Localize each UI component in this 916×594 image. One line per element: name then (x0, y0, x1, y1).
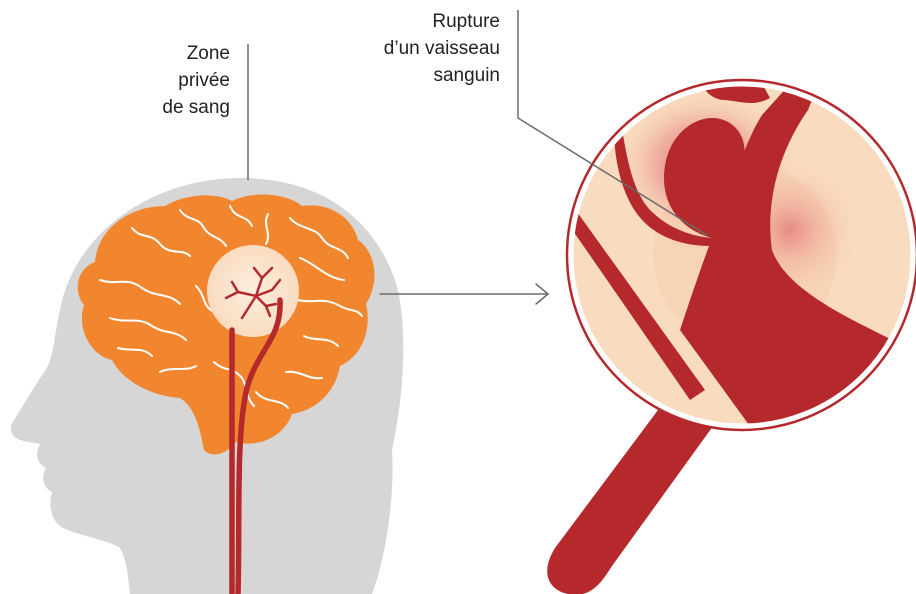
magnifier-handle (547, 410, 716, 594)
label-deprived-zone: Zone privée de sang (162, 40, 230, 121)
deprived-zone-spot (207, 245, 299, 337)
label-vessel-rupture: Rupture d’un vaisseau sanguin (384, 8, 500, 89)
magnifier-lens (560, 80, 916, 440)
arrow-to-zoom (380, 284, 548, 304)
